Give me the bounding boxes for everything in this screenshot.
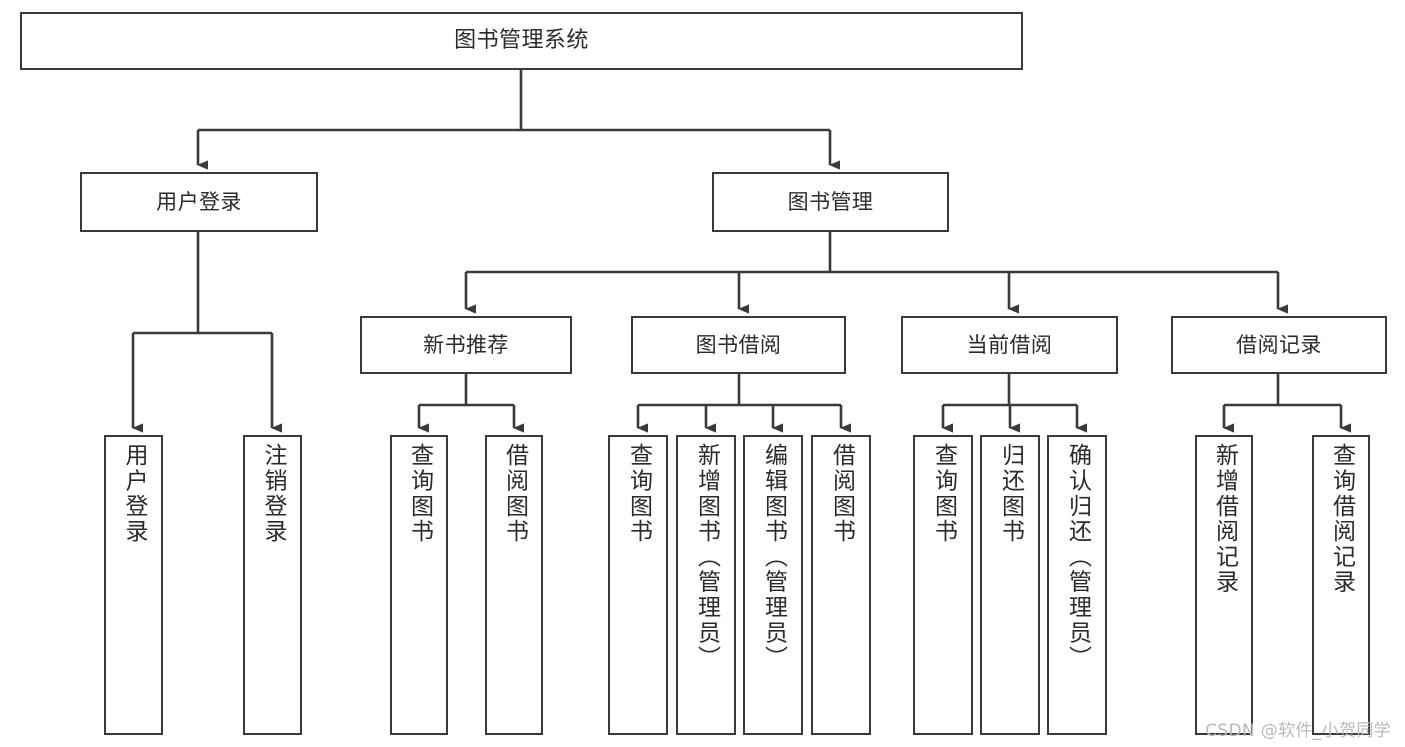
node-label: 查询借阅记录 xyxy=(1328,443,1355,595)
node-label: 图书借阅 xyxy=(695,332,782,357)
node-leaf-add-borrow-record[interactable]: 新增借阅记录 xyxy=(1195,435,1253,735)
node-label: 用户登录 xyxy=(156,189,242,214)
node-root-book-management-system[interactable]: 图书管理系统 xyxy=(20,12,1023,70)
node-new-book-recommend[interactable]: 新书推荐 xyxy=(360,316,572,374)
node-label: 查询图书 xyxy=(625,443,652,545)
node-label: 借阅图书 xyxy=(501,443,528,545)
node-label: 图书管理系统 xyxy=(454,28,589,54)
node-label: 图书管理 xyxy=(787,189,874,214)
node-leaf-return-book[interactable]: 归还图书 xyxy=(980,435,1040,735)
node-leaf-query-book-recommend[interactable]: 查询图书 xyxy=(390,435,448,735)
node-user-login[interactable]: 用户登录 xyxy=(80,172,318,232)
node-leaf-query-book-borrow[interactable]: 查询图书 xyxy=(608,435,668,735)
node-borrow-record[interactable]: 借阅记录 xyxy=(1171,316,1387,374)
node-label: 注销登录 xyxy=(260,443,286,545)
node-book-management[interactable]: 图书管理 xyxy=(712,172,949,232)
node-leaf-borrow-book-recommend[interactable]: 借阅图书 xyxy=(485,435,543,735)
node-leaf-add-book-admin[interactable]: 新增图书（管理员） xyxy=(676,435,736,735)
node-current-borrow[interactable]: 当前借阅 xyxy=(901,316,1118,374)
node-label: 新增图书（管理员） xyxy=(693,443,720,671)
node-leaf-user-login[interactable]: 用户登录 xyxy=(104,435,163,735)
node-label: 借阅图书 xyxy=(828,443,855,545)
node-book-borrow[interactable]: 图书借阅 xyxy=(631,316,846,374)
node-label: 确认归还（管理员） xyxy=(1064,443,1091,671)
node-label: 当前借阅 xyxy=(966,332,1053,357)
node-leaf-query-borrow-record[interactable]: 查询借阅记录 xyxy=(1312,435,1370,735)
node-label: 新增借阅记录 xyxy=(1211,443,1238,595)
node-label: 归还图书 xyxy=(997,443,1024,545)
node-label: 用户登录 xyxy=(121,443,147,545)
node-leaf-confirm-return-admin[interactable]: 确认归还（管理员） xyxy=(1047,435,1107,735)
watermark: CSDN @软件_小贺同学 xyxy=(1205,721,1391,741)
node-leaf-edit-book-admin[interactable]: 编辑图书（管理员） xyxy=(743,435,803,735)
node-leaf-logout-login[interactable]: 注销登录 xyxy=(243,435,302,735)
node-label: 查询图书 xyxy=(406,443,433,545)
node-label: 查询图书 xyxy=(930,443,957,545)
node-label: 编辑图书（管理员） xyxy=(760,443,787,671)
node-leaf-query-book-current[interactable]: 查询图书 xyxy=(913,435,973,735)
node-leaf-borrow-book[interactable]: 借阅图书 xyxy=(811,435,871,735)
node-label: 新书推荐 xyxy=(423,332,509,357)
node-label: 借阅记录 xyxy=(1236,332,1322,357)
